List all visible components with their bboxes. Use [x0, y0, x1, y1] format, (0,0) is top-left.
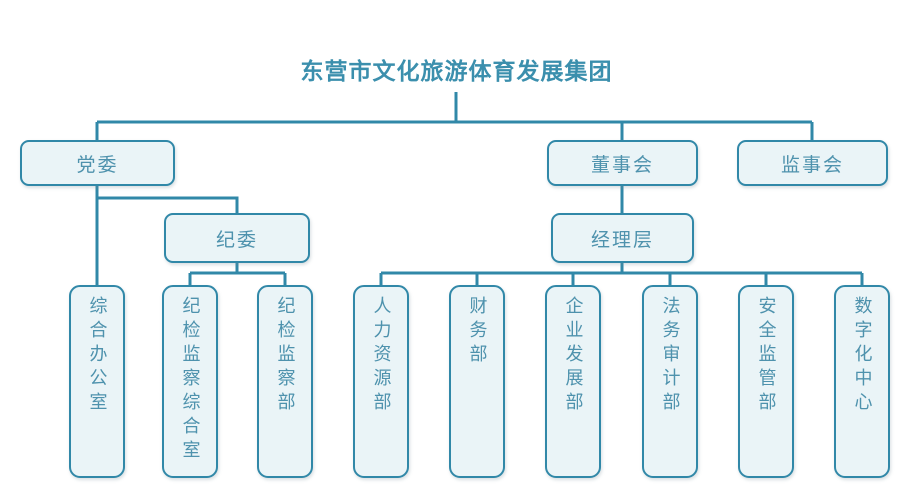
- node-discipline-inspection-office[interactable]: 纪检监察综合室: [162, 285, 218, 478]
- page-title: 东营市文化旅游体育发展集团: [300, 58, 613, 84]
- node-human-resources-dept[interactable]: 人力资源部: [353, 285, 409, 478]
- node-discipline-inspection-dept[interactable]: 纪检监察部: [257, 285, 313, 478]
- node-label: 安全监管部: [756, 296, 777, 416]
- node-label: 法务审计部: [660, 296, 681, 416]
- node-legal-audit-dept[interactable]: 法务审计部: [642, 285, 698, 478]
- node-label: 纪委: [215, 229, 258, 251]
- node-finance-dept[interactable]: 财务部: [449, 285, 505, 478]
- node-label: 董事会: [590, 154, 654, 176]
- node-label: 党委: [76, 154, 119, 176]
- node-enterprise-development-dept[interactable]: 企业发展部: [545, 285, 601, 478]
- node-label: 人力资源部: [371, 296, 392, 416]
- node-label: 经理层: [590, 229, 654, 251]
- node-board-of-supervisors[interactable]: 监事会: [737, 140, 888, 186]
- node-board-of-directors[interactable]: 董事会: [547, 140, 698, 186]
- node-safety-supervision-dept[interactable]: 安全监管部: [738, 285, 794, 478]
- node-label: 纪检监察部: [275, 296, 296, 416]
- node-label: 财务部: [467, 296, 488, 368]
- edge-party-to-discipline-committee: [97, 196, 239, 213]
- node-digitalization-center[interactable]: 数字化中心: [834, 285, 890, 478]
- node-label: 纪检监察综合室: [180, 296, 201, 464]
- node-label: 监事会: [780, 154, 844, 176]
- node-discipline-committee[interactable]: 纪委: [164, 213, 310, 263]
- node-general-office[interactable]: 综合办公室: [69, 285, 125, 478]
- node-label: 企业发展部: [563, 296, 584, 416]
- node-management-layer[interactable]: 经理层: [551, 213, 694, 263]
- node-party-committee[interactable]: 党委: [20, 140, 175, 186]
- node-label: 数字化中心: [852, 296, 873, 416]
- node-label: 综合办公室: [87, 296, 108, 416]
